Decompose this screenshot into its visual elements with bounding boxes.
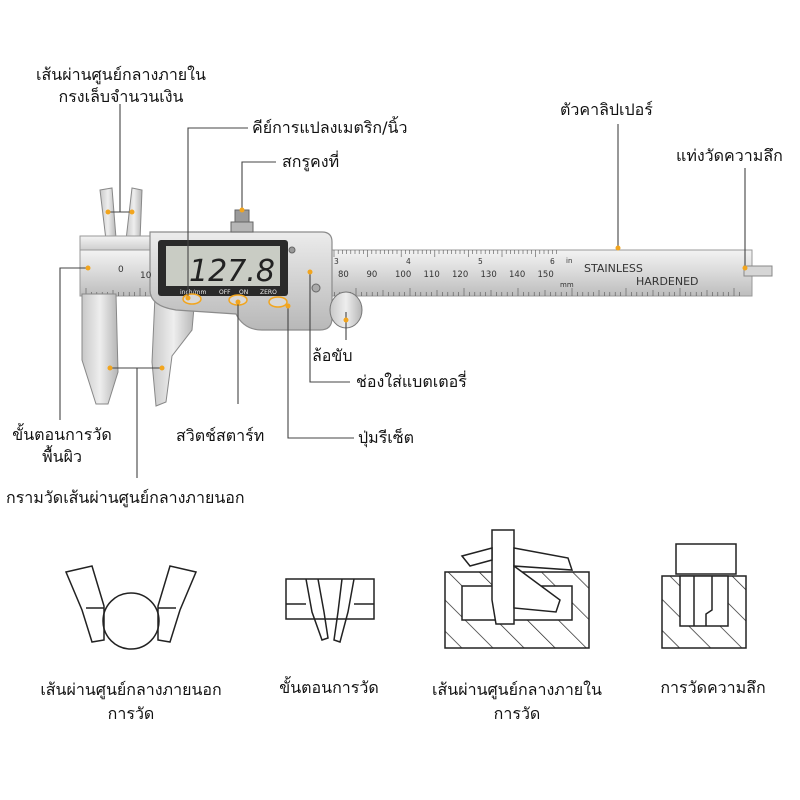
schematic-inner	[444, 529, 590, 649]
left-scale-10: 10	[140, 271, 152, 281]
callout-reset-button: ปุ่มรีเซ็ต	[358, 428, 415, 447]
inch-scale-label: 3	[334, 257, 339, 266]
mm-scale-label: 100	[395, 270, 411, 280]
callout-battery-slot: ช่องใส่แบตเตอรี่	[356, 372, 467, 391]
mm-scale-label: 90	[367, 270, 378, 280]
callout-start-switch: สวิตช์สตาร์ท	[176, 426, 265, 445]
unit-in-label: in	[566, 257, 572, 265]
brand-hardened: HARDENED	[636, 275, 699, 288]
mm-scale-label: 150	[538, 270, 554, 280]
inch-scale-label: 4	[406, 257, 411, 266]
btn-label-off: OFF	[219, 289, 231, 296]
unit-mm-label: mm	[560, 281, 574, 289]
inch-scale-label: 6	[550, 257, 555, 266]
callout-depth-rod: แท่งวัดความลึก	[676, 146, 783, 165]
callout-thumb-wheel: ล้อขับ	[312, 346, 353, 365]
inch-scale-label: 5	[478, 257, 483, 266]
callout-outer-jaw: กรามวัดเส้นผ่านศูนย์กลางภายนอก	[6, 488, 245, 507]
btn-label-zero: ZERO	[260, 289, 277, 296]
mm-scale-label: 110	[424, 270, 440, 280]
depth-rod	[743, 265, 773, 277]
schematic-outer	[64, 565, 198, 650]
caption-outer: เส้นผ่านศูนย์กลางภายนอก การวัด	[40, 680, 222, 723]
caption-inner: เส้นผ่านศูนย์กลางภายใน การวัด	[432, 680, 602, 723]
inner-jaw-moving	[125, 187, 143, 241]
callout-lock-screw: สกรูคงที่	[282, 152, 340, 171]
callout-caliper-body: ตัวคาลิปเปอร์	[560, 100, 653, 119]
mm-scale-label: 140	[509, 270, 525, 280]
mm-scale-numbers: 80 90 100 110 120 130 140 150	[338, 270, 554, 280]
outer-jaw-fixed	[81, 293, 119, 405]
caliper-image: 127.8 inch/mm OFF ON ZERO 0 10 80 90 100 11…	[79, 187, 773, 407]
schematic-step	[285, 578, 375, 643]
callout-dots	[85, 207, 748, 371]
btn-label-inch-mm: inch/mm	[180, 289, 206, 296]
mm-scale-label: 80	[338, 270, 349, 280]
unit-button[interactable]	[182, 293, 202, 305]
left-scale-0: 0	[118, 265, 124, 275]
outer-jaw-moving	[151, 295, 196, 407]
callout-step-surface: ขั้นตอนการวัด พื้นผิว	[12, 425, 112, 466]
brand-stainless: STAINLESS	[584, 262, 643, 275]
inch-scale-numbers: 3 4 5 6	[334, 257, 555, 266]
caption-depth: การวัดความลึก	[660, 678, 766, 697]
btn-label-on: ON	[239, 289, 248, 296]
mm-scale-label: 130	[481, 270, 497, 280]
callout-unit-key: คีย์การแปลงเมตริก/นิ้ว	[252, 118, 408, 137]
schematic-depth	[661, 543, 747, 649]
callout-inner-jaw: เส้นผ่านศูนย์กลางภายใน กรงเล็บจำนวนเงิน	[36, 65, 206, 106]
zero-button[interactable]	[268, 296, 288, 308]
callout-lines	[59, 104, 746, 478]
lcd-reading: 127.8	[189, 254, 275, 289]
mm-scale-label: 120	[452, 270, 468, 280]
caption-step: ขั้นตอนการวัด	[279, 678, 379, 697]
lcd-screen	[166, 246, 280, 286]
